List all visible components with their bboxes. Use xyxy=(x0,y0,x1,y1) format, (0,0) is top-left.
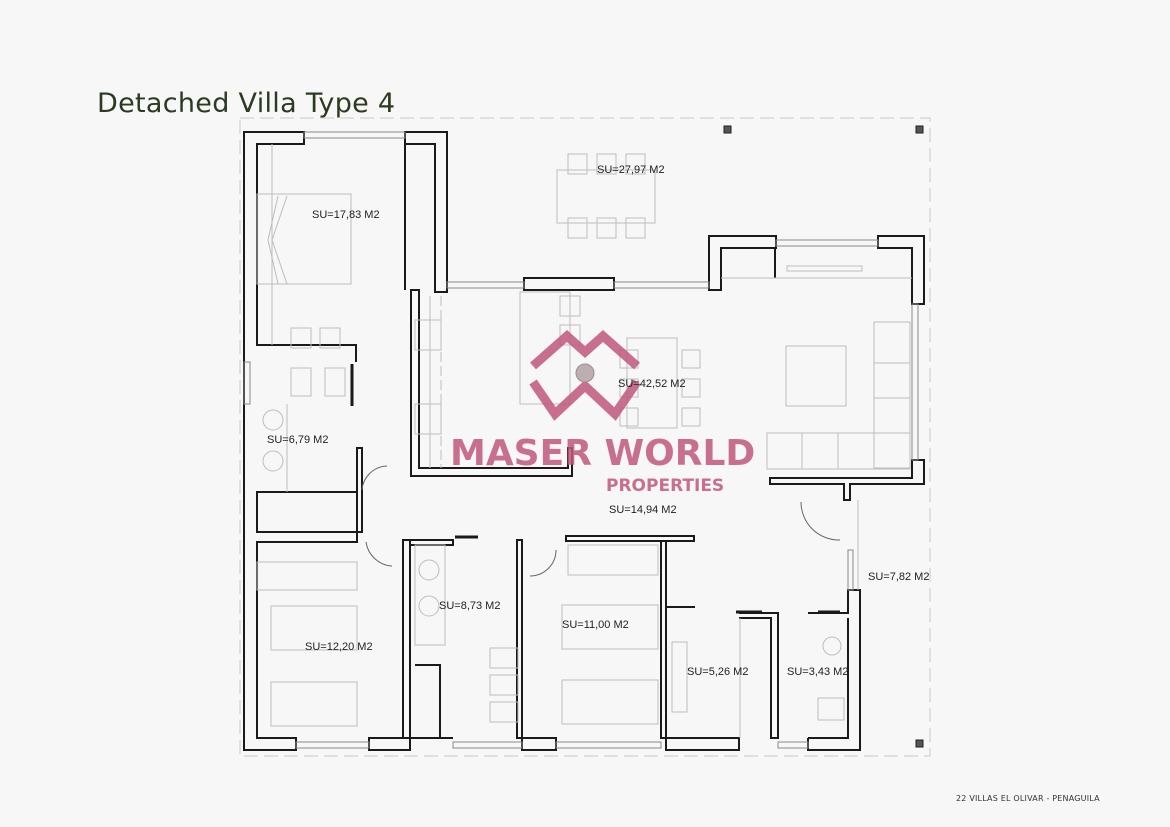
terrace-furniture xyxy=(556,153,656,239)
watermark-sub: PROPERTIES xyxy=(606,476,724,496)
room-label-storage: SU=5,26 M2 xyxy=(687,666,748,678)
page-footer: 22 VILLAS EL OLIVAR - PENAGUILA xyxy=(956,794,1100,803)
room-label-living-kitchen: SU=42,52 M2 xyxy=(618,378,686,390)
doors xyxy=(350,364,841,614)
floor-plan: MASER WORLD PROPERTIES SU=27,97 M2 SU=17… xyxy=(238,116,932,758)
room-label-bedroom-2: SU=12,20 M2 xyxy=(305,641,373,653)
room-label-bathroom: SU=8,73 M2 xyxy=(439,600,500,612)
room-label-hallway: SU=14,94 M2 xyxy=(609,504,677,516)
room-label-ensuite: SU=6,79 M2 xyxy=(267,434,328,446)
plot-boundary xyxy=(239,117,931,757)
room-label-porch: SU=7,82 M2 xyxy=(868,571,929,583)
pillars xyxy=(723,125,924,748)
watermark-logo: MASER WORLD PROPERTIES xyxy=(450,329,755,496)
room-label-toilet: SU=3,43 M2 xyxy=(787,666,848,678)
page-title: Detached Villa Type 4 xyxy=(97,88,396,120)
watermark-brand: MASER WORLD xyxy=(450,433,755,474)
area-labels: SU=27,97 M2 SU=17,83 M2 SU=42,52 M2 SU=6… xyxy=(267,164,929,678)
room-label-master-bedroom: SU=17,83 M2 xyxy=(312,209,380,221)
windows xyxy=(243,131,919,749)
walls xyxy=(243,131,925,751)
room-label-bedroom-3: SU=11,00 M2 xyxy=(562,619,629,631)
room-label-terrace: SU=27,97 M2 xyxy=(597,164,665,176)
